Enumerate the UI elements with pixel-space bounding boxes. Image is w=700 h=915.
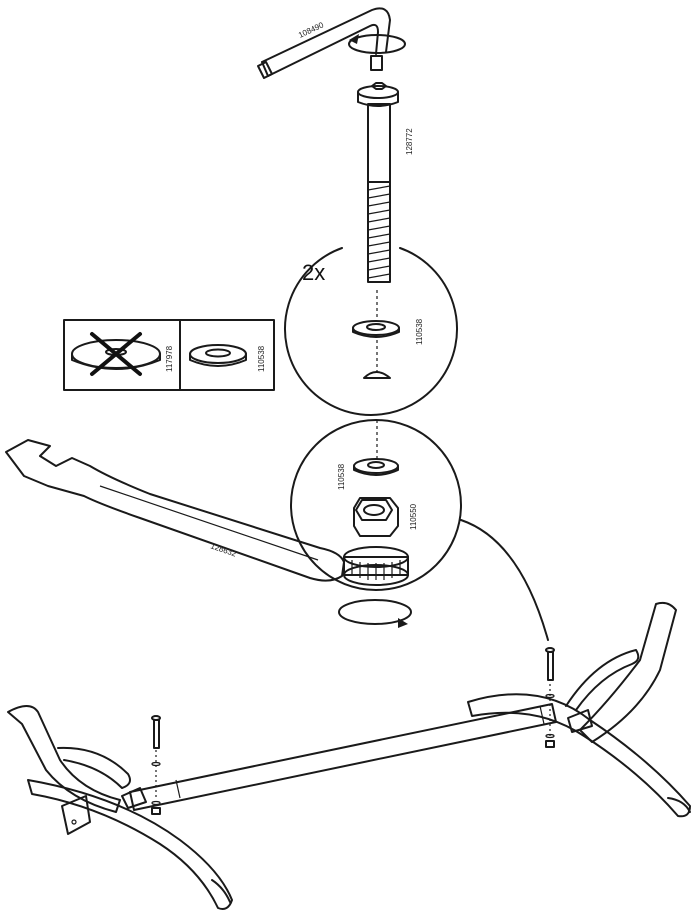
stand-frame bbox=[7, 601, 691, 910]
bolt-label: 128772 bbox=[405, 128, 414, 155]
washer-top-label: 110538 bbox=[415, 318, 424, 345]
washer-bottom-label: 110538 bbox=[337, 463, 346, 490]
nut-label: 110550 bbox=[409, 503, 418, 530]
wrong-washer-label: 117978 bbox=[165, 345, 174, 372]
rotation-arrow-bottom bbox=[338, 599, 412, 628]
washer-comparison-box: 117978 110538 bbox=[63, 319, 275, 391]
detail-circle-upper: 2x 110538 bbox=[284, 247, 458, 416]
left-bolt bbox=[151, 715, 161, 815]
right-washer-label: 110538 bbox=[257, 345, 266, 372]
detail-circle-lower: 110538 110550 bbox=[290, 419, 549, 641]
right-bolt bbox=[545, 647, 555, 748]
allen-key-label: 108490 bbox=[297, 20, 325, 40]
right-washer bbox=[189, 344, 247, 364]
bolt: 128772 bbox=[357, 82, 414, 283]
wrench: 128632 bbox=[5, 439, 345, 582]
rotation-arrow-top bbox=[348, 34, 406, 54]
wrench-label: 128632 bbox=[209, 541, 238, 558]
quantity-label: 2x bbox=[302, 260, 325, 285]
wrong-mark-icon bbox=[90, 332, 142, 376]
hex-tip bbox=[370, 55, 383, 71]
